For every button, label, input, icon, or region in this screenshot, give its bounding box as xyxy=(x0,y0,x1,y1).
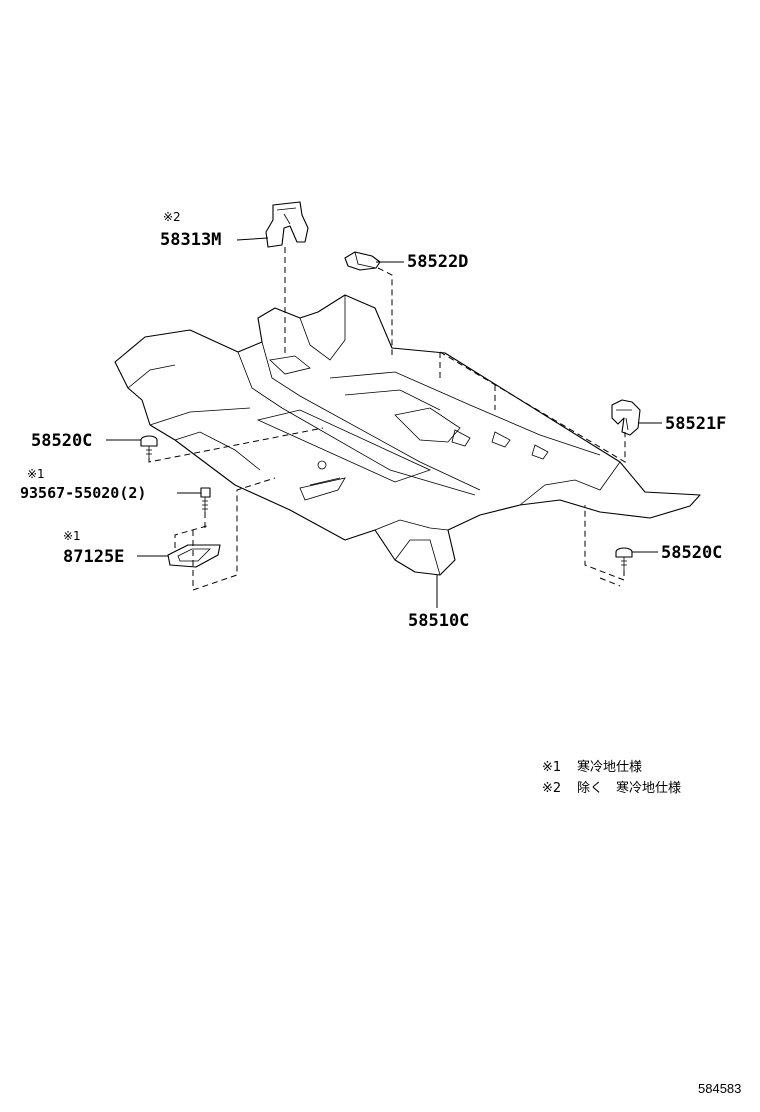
label-87125e[interactable]: 87125E xyxy=(63,547,124,567)
label-58510c[interactable]: 58510C xyxy=(408,611,469,631)
leader-lines xyxy=(106,237,662,608)
note-1-mark: ※1 xyxy=(542,760,561,775)
part-number-93567: 93567-55020 xyxy=(20,484,119,502)
label-58520c-left[interactable]: 58520C xyxy=(31,431,92,451)
label-58522d[interactable]: 58522D xyxy=(407,252,468,272)
mark-93567: ※1 xyxy=(27,467,45,481)
notes-legend: ※1 寒冷地仕様 ※2 除く 寒冷地仕様 xyxy=(542,759,681,796)
bracket-58521f xyxy=(611,399,641,436)
mark-87125e: ※1 xyxy=(63,529,81,543)
duct-87125e xyxy=(167,544,221,568)
screw-93567-55020 xyxy=(200,487,211,512)
quantity-93567: (2) xyxy=(119,484,146,502)
figure-id: 584583 xyxy=(698,1081,741,1096)
note-2-text: 除く 寒冷地仕様 xyxy=(577,780,681,796)
mark-58313m: ※2 xyxy=(163,210,181,224)
label-93567-55020[interactable]: 93567-55020(2) xyxy=(20,484,146,502)
label-58520c-right[interactable]: 58520C xyxy=(661,543,722,563)
label-58521f[interactable]: 58521F xyxy=(665,414,726,434)
fastener-58520c-left xyxy=(140,435,158,458)
note-2-mark: ※2 xyxy=(542,781,561,796)
dashed-assembly-lines xyxy=(148,247,626,591)
floor-silencer-pad xyxy=(114,294,701,576)
clip-58313m xyxy=(265,201,309,248)
label-58313m[interactable]: 58313M xyxy=(160,230,221,250)
bracket-58522d xyxy=(344,251,381,271)
fastener-58520c-right xyxy=(615,547,633,570)
note-1-text: 寒冷地仕様 xyxy=(577,759,642,775)
